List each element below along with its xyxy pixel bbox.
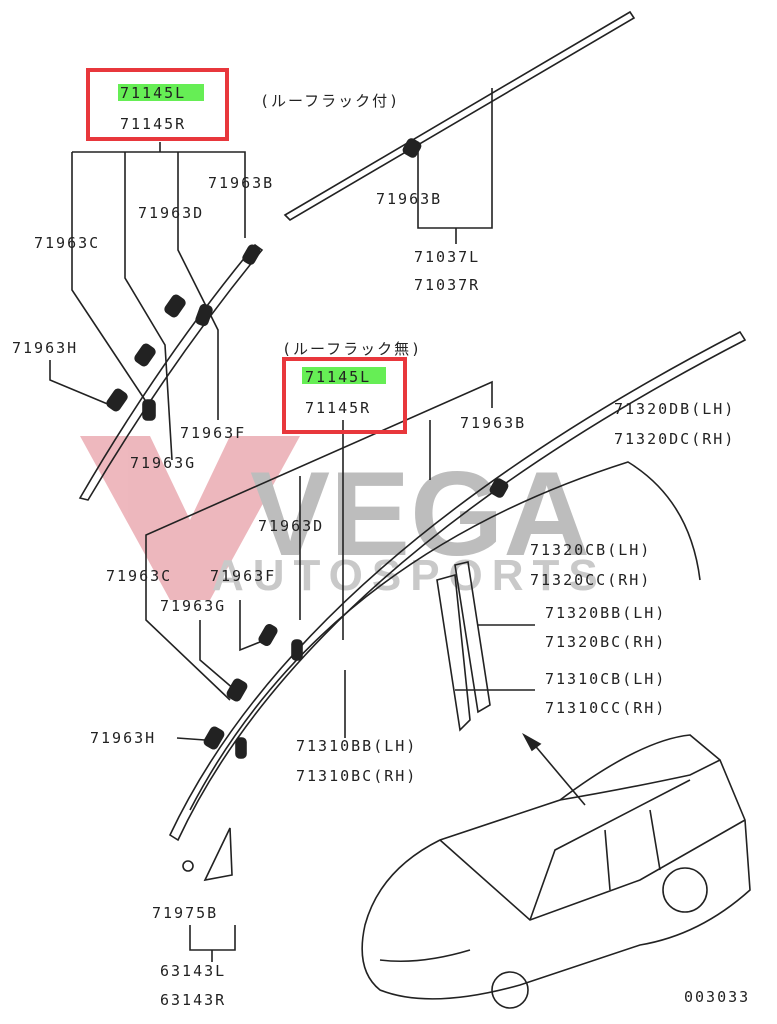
label-71145r-1: 71145R (120, 115, 186, 133)
label-71310cb: 71310CB(LH) (545, 670, 666, 688)
label-71145l-2: 71145L (305, 368, 371, 386)
group-roof-rack-with: (ルーフラック付) (260, 92, 400, 110)
label-71320cb: 71320CB(LH) (530, 541, 651, 559)
label-71963b: 71963B (208, 174, 274, 192)
label-71310bc: 71310BC(RH) (296, 767, 417, 785)
label-71145r-2: 71145R (305, 399, 371, 417)
highlight (302, 367, 386, 384)
diagram-code: 003033 (684, 988, 750, 1006)
label-71320bc: 71320BC(RH) (545, 633, 666, 651)
label-71963f-2: 71963F (210, 567, 276, 585)
label-71963d: 71963D (138, 204, 204, 222)
label-71963g: 71963G (130, 454, 196, 472)
callout-box-1 (86, 68, 229, 141)
roof-rail-lower (168, 330, 747, 842)
label-71975b: 71975B (152, 904, 218, 922)
label-71037l: 71037L (414, 248, 480, 266)
watermark-logo-icon (80, 436, 300, 600)
label-71310bb: 71310BB(LH) (296, 737, 417, 755)
label-71037r: 71037R (414, 276, 480, 294)
label-71963h-2: 71963H (90, 729, 156, 747)
car-illustration (361, 734, 751, 1009)
label-71963g-2: 71963G (160, 597, 226, 615)
label-71963c: 71963C (34, 234, 100, 252)
label-71963f: 71963F (180, 424, 246, 442)
roof-rail-upper (283, 10, 636, 222)
label-71320dc: 71320DC(RH) (614, 430, 735, 448)
highlight (118, 84, 204, 101)
label-71320cc: 71320CC(RH) (530, 571, 651, 589)
clip-icons (106, 138, 509, 759)
label-71310cc: 71310CC(RH) (545, 699, 666, 717)
label-71963c-2: 71963C (106, 567, 172, 585)
label-71963b-2: 71963B (460, 414, 526, 432)
watermark-sub: AUTOSPORTS (212, 551, 607, 600)
label-71963b-top: 71963B (376, 190, 442, 208)
label-63143r: 63143R (160, 991, 226, 1009)
label-71320db: 71320DB(LH) (614, 400, 735, 418)
label-63143l: 63143L (160, 962, 226, 980)
part-labels: 71145L 71145R (ルーフラック付) 71963B 71963D 71… (12, 84, 750, 1009)
label-71963h: 71963H (12, 339, 78, 357)
leader-lines (49, 10, 751, 1009)
label-71963d-2: 71963D (258, 517, 324, 535)
label-71320bb: 71320BB(LH) (545, 604, 666, 622)
group-roof-rack-without: (ルーフラック無) (282, 340, 422, 358)
callout-box-2 (282, 357, 407, 434)
label-71145l-1: 71145L (120, 84, 186, 102)
